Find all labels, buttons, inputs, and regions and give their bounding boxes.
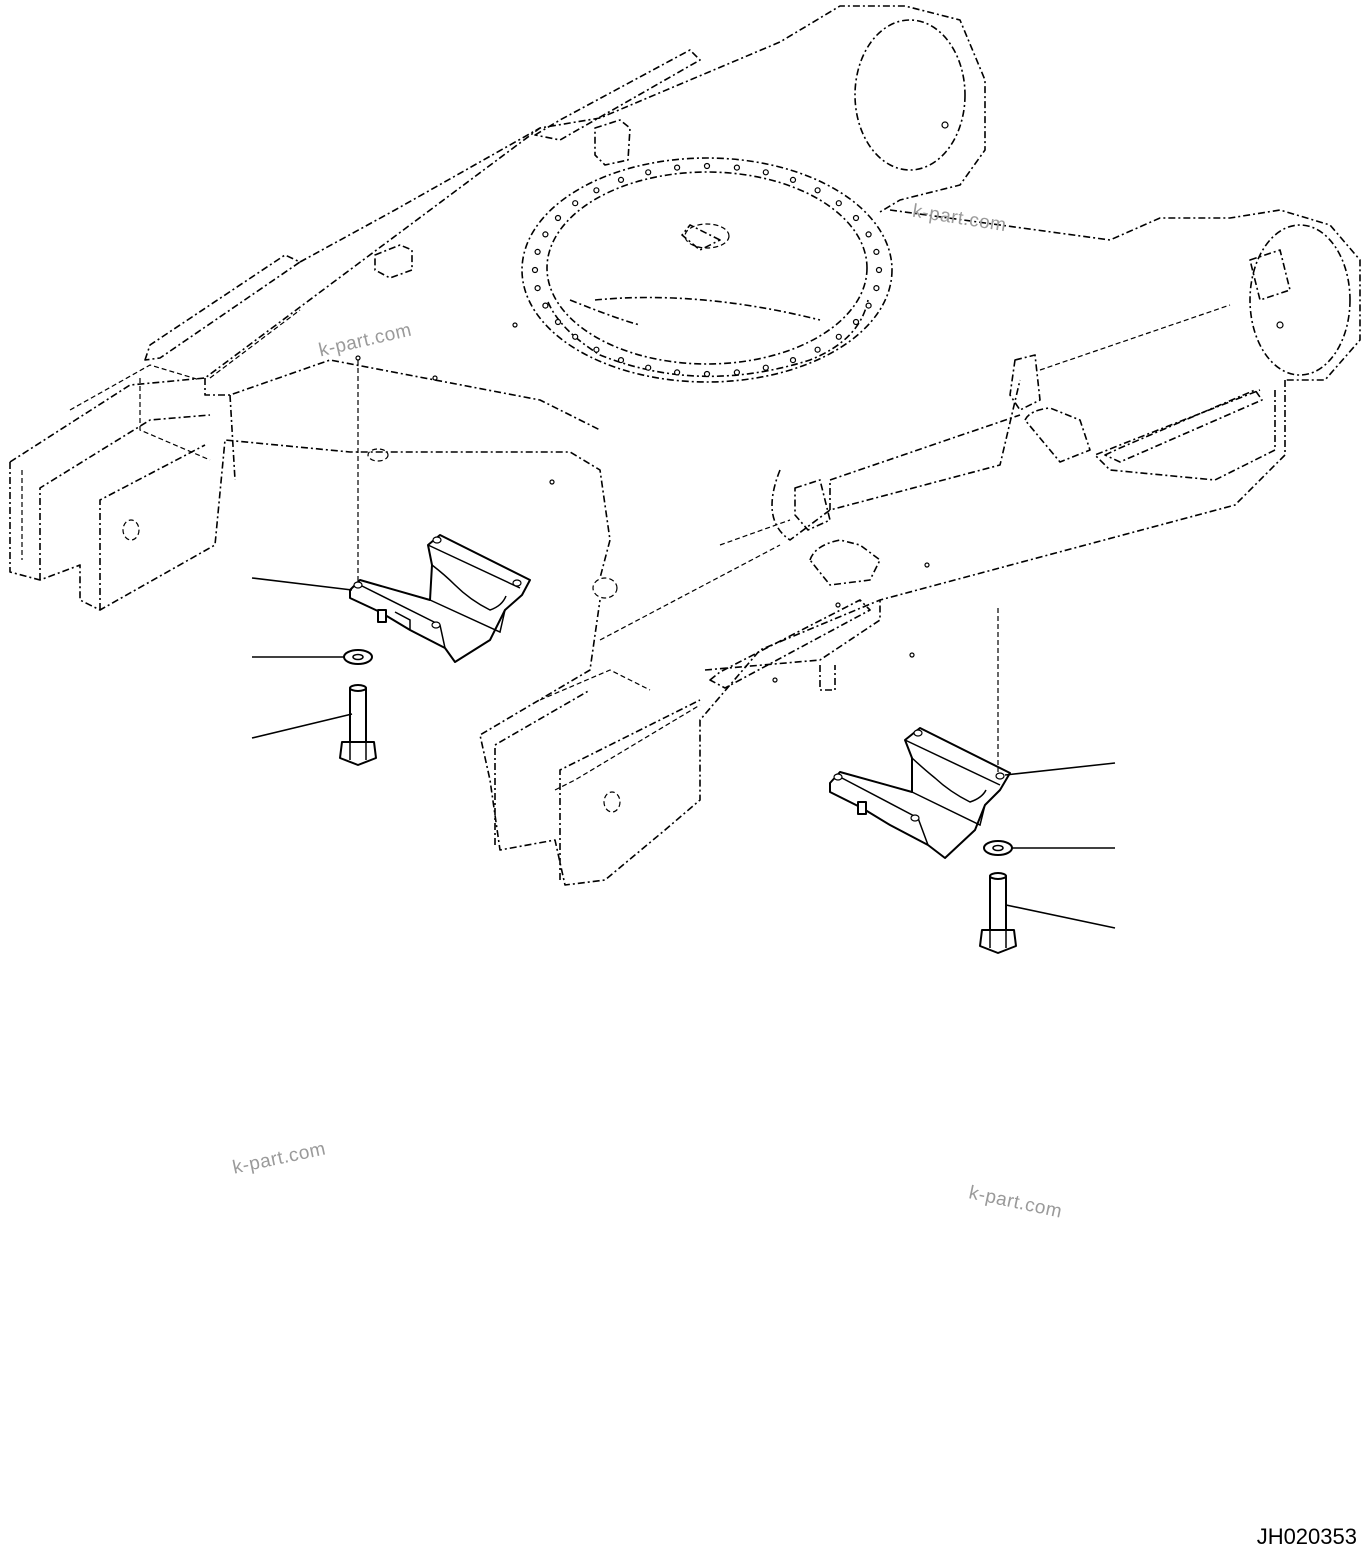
ring-bolt-hole xyxy=(572,200,579,207)
ring-bolt-hole xyxy=(542,302,549,309)
right-bolt xyxy=(979,872,1017,954)
ring-bolt-hole xyxy=(534,248,541,255)
ring-bolt-hole xyxy=(814,187,821,194)
ring-bolt-hole xyxy=(531,266,539,274)
drawing-id-label: JH020353 xyxy=(1256,1524,1357,1549)
ring-bolt-hole xyxy=(703,162,711,170)
ring-bolt-hole xyxy=(865,231,872,238)
ring-bolt-hole xyxy=(617,176,625,183)
ring-bolt-hole xyxy=(673,164,681,171)
ring-bolt-hole xyxy=(542,231,549,238)
ring-bolt-hole xyxy=(762,169,769,176)
ring-bolt-hole xyxy=(865,302,872,309)
ring-bolt-hole xyxy=(703,370,711,378)
ring-bolt-hole xyxy=(593,187,600,194)
ring-bolt-hole xyxy=(645,364,652,371)
ring-bolt-hole xyxy=(673,369,681,376)
ring-bolt-hole xyxy=(852,318,860,326)
left-bolt xyxy=(339,684,377,766)
ring-bolt-hole xyxy=(789,357,797,364)
ring-bolt-hole xyxy=(645,169,652,176)
track-frame-outline xyxy=(9,5,1361,886)
left-track-guard xyxy=(349,534,531,663)
ring-bolt-hole xyxy=(554,318,562,326)
ring-bolt-hole xyxy=(873,248,880,255)
leader-lines xyxy=(251,577,1116,929)
ring-bolt-hole xyxy=(814,346,821,353)
right-track-guard xyxy=(829,727,1011,859)
ring-bolt-hole xyxy=(875,266,883,274)
right-washer xyxy=(983,840,1013,856)
ring-bolt-hole xyxy=(572,333,579,340)
ring-bolt-hole xyxy=(873,285,880,292)
ring-bolt-hole xyxy=(835,333,842,340)
ring-bolt-hole xyxy=(554,214,562,222)
ring-bolt-hole xyxy=(789,176,797,183)
ring-bolt-hole xyxy=(534,285,541,292)
ring-bolt-hole xyxy=(733,164,741,171)
ring-bolt-hole xyxy=(593,346,600,353)
ring-bolt-hole xyxy=(733,369,741,376)
left-washer xyxy=(343,649,373,665)
ring-bolt-hole xyxy=(762,364,769,371)
ring-bolt-hole xyxy=(852,214,860,222)
ring-bolt-hole xyxy=(617,357,625,364)
ring-bolt-holes xyxy=(531,162,883,378)
ring-bolt-hole xyxy=(835,200,842,207)
